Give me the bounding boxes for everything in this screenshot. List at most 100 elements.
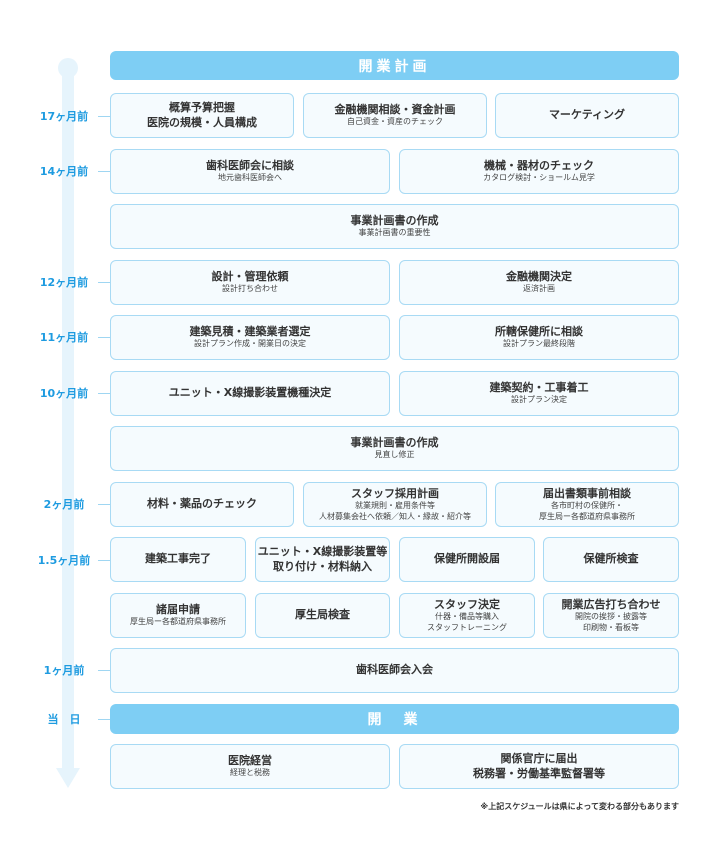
item-title: マーケティング (548, 108, 626, 122)
schedule-item: 事業計画書の作成事業計画書の重要性 (110, 204, 679, 249)
header-plan: 開業計画 (110, 51, 679, 80)
item-subtitle: 就業規則・雇用条件等 (355, 501, 435, 511)
timeline-label: 1.5ヶ月前 (37, 554, 91, 567)
timeline-label: 17ヶ月前 (39, 110, 89, 123)
schedule-item: 機械・器材のチェックカタログ検討・ショールム見学 (399, 149, 679, 194)
schedule-item: 届出書類事前相談各市町村の保健所・厚生局ー各都道府県事務所 (495, 482, 679, 527)
timeline-connector (98, 337, 110, 338)
item-title: 厚生局検査 (295, 608, 350, 622)
schedule-item: ユニット・X線撮影装置機種決定 (110, 371, 390, 416)
item-title: 概算予算把握 (169, 101, 235, 115)
timeline-connector (98, 560, 110, 561)
item-subtitle-line2: 印刷物・看板等 (583, 622, 639, 632)
schedule-item: 材料・薬品のチェック (110, 482, 294, 527)
schedule-item: ユニット・X線撮影装置等取り付け・材料納入 (255, 537, 390, 582)
item-subtitle: 開院の挨拶・披露等 (575, 612, 647, 622)
schedule-item: 保健所開設届 (399, 537, 535, 582)
timeline-connector (98, 670, 110, 671)
schedule-item: 建築契約・工事着工設計プラン決定 (399, 371, 679, 416)
item-subtitle: 事業計画書の重要性 (358, 228, 431, 238)
item-subtitle: 見直し修正 (374, 450, 415, 460)
schedule-item: 設計・管理依頼設計打ち合わせ (110, 260, 390, 305)
item-subtitle: カタログ検討・ショールム見学 (483, 173, 595, 183)
item-title: 設計・管理依頼 (211, 270, 289, 284)
timeline-label: 当 日 (47, 713, 81, 726)
item-title: 歯科医師会に相談 (206, 159, 294, 173)
timeline-connector (98, 504, 110, 505)
item-title: ユニット・X線撮影装置機種決定 (168, 386, 332, 400)
timeline-label: 10ヶ月前 (39, 387, 89, 400)
item-title: 機械・器材のチェック (484, 159, 594, 173)
item-title: ユニット・X線撮影装置等 (257, 545, 388, 559)
timeline-connector (98, 393, 110, 394)
footnote: ※上記スケジュールは県によって変わる部分もあります (480, 802, 679, 811)
schedule-item: 保健所検査 (543, 537, 679, 582)
schedule-item: 金融機関決定返済計画 (399, 260, 679, 305)
header-open: 開 業 (110, 704, 679, 734)
timeline-start-dot (58, 58, 78, 78)
item-title: スタッフ決定 (434, 597, 500, 611)
item-subtitle: 厚生局ー各都道府県事務所 (130, 617, 226, 627)
item-subtitle: 設計プラン最終段階 (503, 339, 575, 349)
item-subtitle-line2: 厚生局ー各都道府県事務所 (539, 511, 635, 521)
item-title: 保健所検査 (583, 552, 639, 566)
item-title: 所轄保健所に相談 (495, 325, 583, 339)
item-title: 材料・薬品のチェック (147, 497, 257, 511)
item-title: 建築契約・工事着工 (489, 381, 589, 395)
schedule-item: 所轄保健所に相談設計プラン最終段階 (399, 315, 679, 360)
item-title: 金融機関相談・資金計画 (334, 103, 456, 117)
item-title: 事業計画書の作成 (350, 214, 439, 228)
schedule-item: 歯科医師会に相談地元歯科医師会へ (110, 149, 390, 194)
timeline-bar (62, 62, 74, 772)
schedule-item: 医院経営経理と税務 (110, 744, 390, 789)
item-title: スタッフ採用計画 (351, 486, 439, 500)
timeline-label: 1ヶ月前 (43, 664, 85, 677)
schedule-item: 建築見積・建築業者選定設計プラン作成・開業日の決定 (110, 315, 390, 360)
item-title: 建築工事完了 (145, 552, 211, 566)
item-title: 歯科医師会入会 (356, 663, 433, 677)
item-title: 金融機関決定 (506, 270, 572, 284)
item-subtitle: 設計プラン作成・開業日の決定 (194, 339, 306, 349)
item-title: 建築見積・建築業者選定 (189, 325, 311, 339)
item-title: 事業計画書の作成 (350, 436, 439, 450)
item-title: 開業広告打ち合わせ (561, 597, 661, 611)
item-title: 保健所開設届 (434, 552, 500, 566)
timeline-arrow-icon (56, 768, 80, 788)
timeline-label: 12ヶ月前 (39, 276, 89, 289)
schedule-item: 諸届申請厚生局ー各都道府県事務所 (110, 593, 246, 638)
schedule-item: 開業広告打ち合わせ開院の挨拶・披露等印刷物・看板等 (543, 593, 679, 638)
schedule-item: マーケティング (495, 93, 679, 138)
item-subtitle: 設計打ち合わせ (222, 284, 278, 294)
item-subtitle: 返済計画 (523, 284, 555, 294)
schedule-item: スタッフ採用計画就業規則・雇用条件等人材募集会社へ依頼／知人・縁故・紹介等 (303, 482, 487, 527)
schedule-item: 関係官庁に届出税務署・労働基準監督署等 (399, 744, 679, 789)
timeline-connector (98, 719, 110, 720)
timeline-connector (98, 171, 110, 172)
item-title: 関係官庁に届出 (500, 752, 578, 766)
schedule-item: スタッフ決定什器・備品等購入スタッフトレーニング (399, 593, 535, 638)
item-title-line2: 医院の規模・人員構成 (147, 115, 257, 129)
schedule-item: 厚生局検査 (255, 593, 390, 638)
timeline-connector (98, 282, 110, 283)
item-subtitle: 什器・備品等購入 (435, 612, 499, 622)
timeline-connector (98, 116, 110, 117)
item-title: 諸届申請 (156, 603, 200, 617)
item-title-line2: 税務署・労働基準監督署等 (473, 766, 605, 780)
item-subtitle: 地元歯科医師会へ (218, 173, 282, 183)
item-subtitle: 自己資金・資産のチェック (347, 117, 443, 127)
timeline-label: 11ヶ月前 (39, 331, 89, 344)
schedule-item: 歯科医師会入会 (110, 648, 679, 693)
schedule-item: 事業計画書の作成見直し修正 (110, 426, 679, 471)
item-title: 医院経営 (228, 754, 272, 768)
item-title-line2: 取り付け・材料納入 (273, 559, 372, 573)
item-subtitle: 経理と税務 (230, 768, 270, 778)
timeline-label: 14ヶ月前 (39, 165, 89, 178)
item-subtitle: 設計プラン決定 (511, 395, 567, 405)
timeline-label: 2ヶ月前 (43, 498, 85, 511)
schedule-item: 概算予算把握医院の規模・人員構成 (110, 93, 294, 138)
schedule-item: 金融機関相談・資金計画自己資金・資産のチェック (303, 93, 487, 138)
item-subtitle: 各市町村の保健所・ (551, 501, 623, 511)
item-title: 届出書類事前相談 (543, 486, 631, 500)
item-subtitle-line2: スタッフトレーニング (427, 622, 507, 632)
schedule-item: 建築工事完了 (110, 537, 246, 582)
